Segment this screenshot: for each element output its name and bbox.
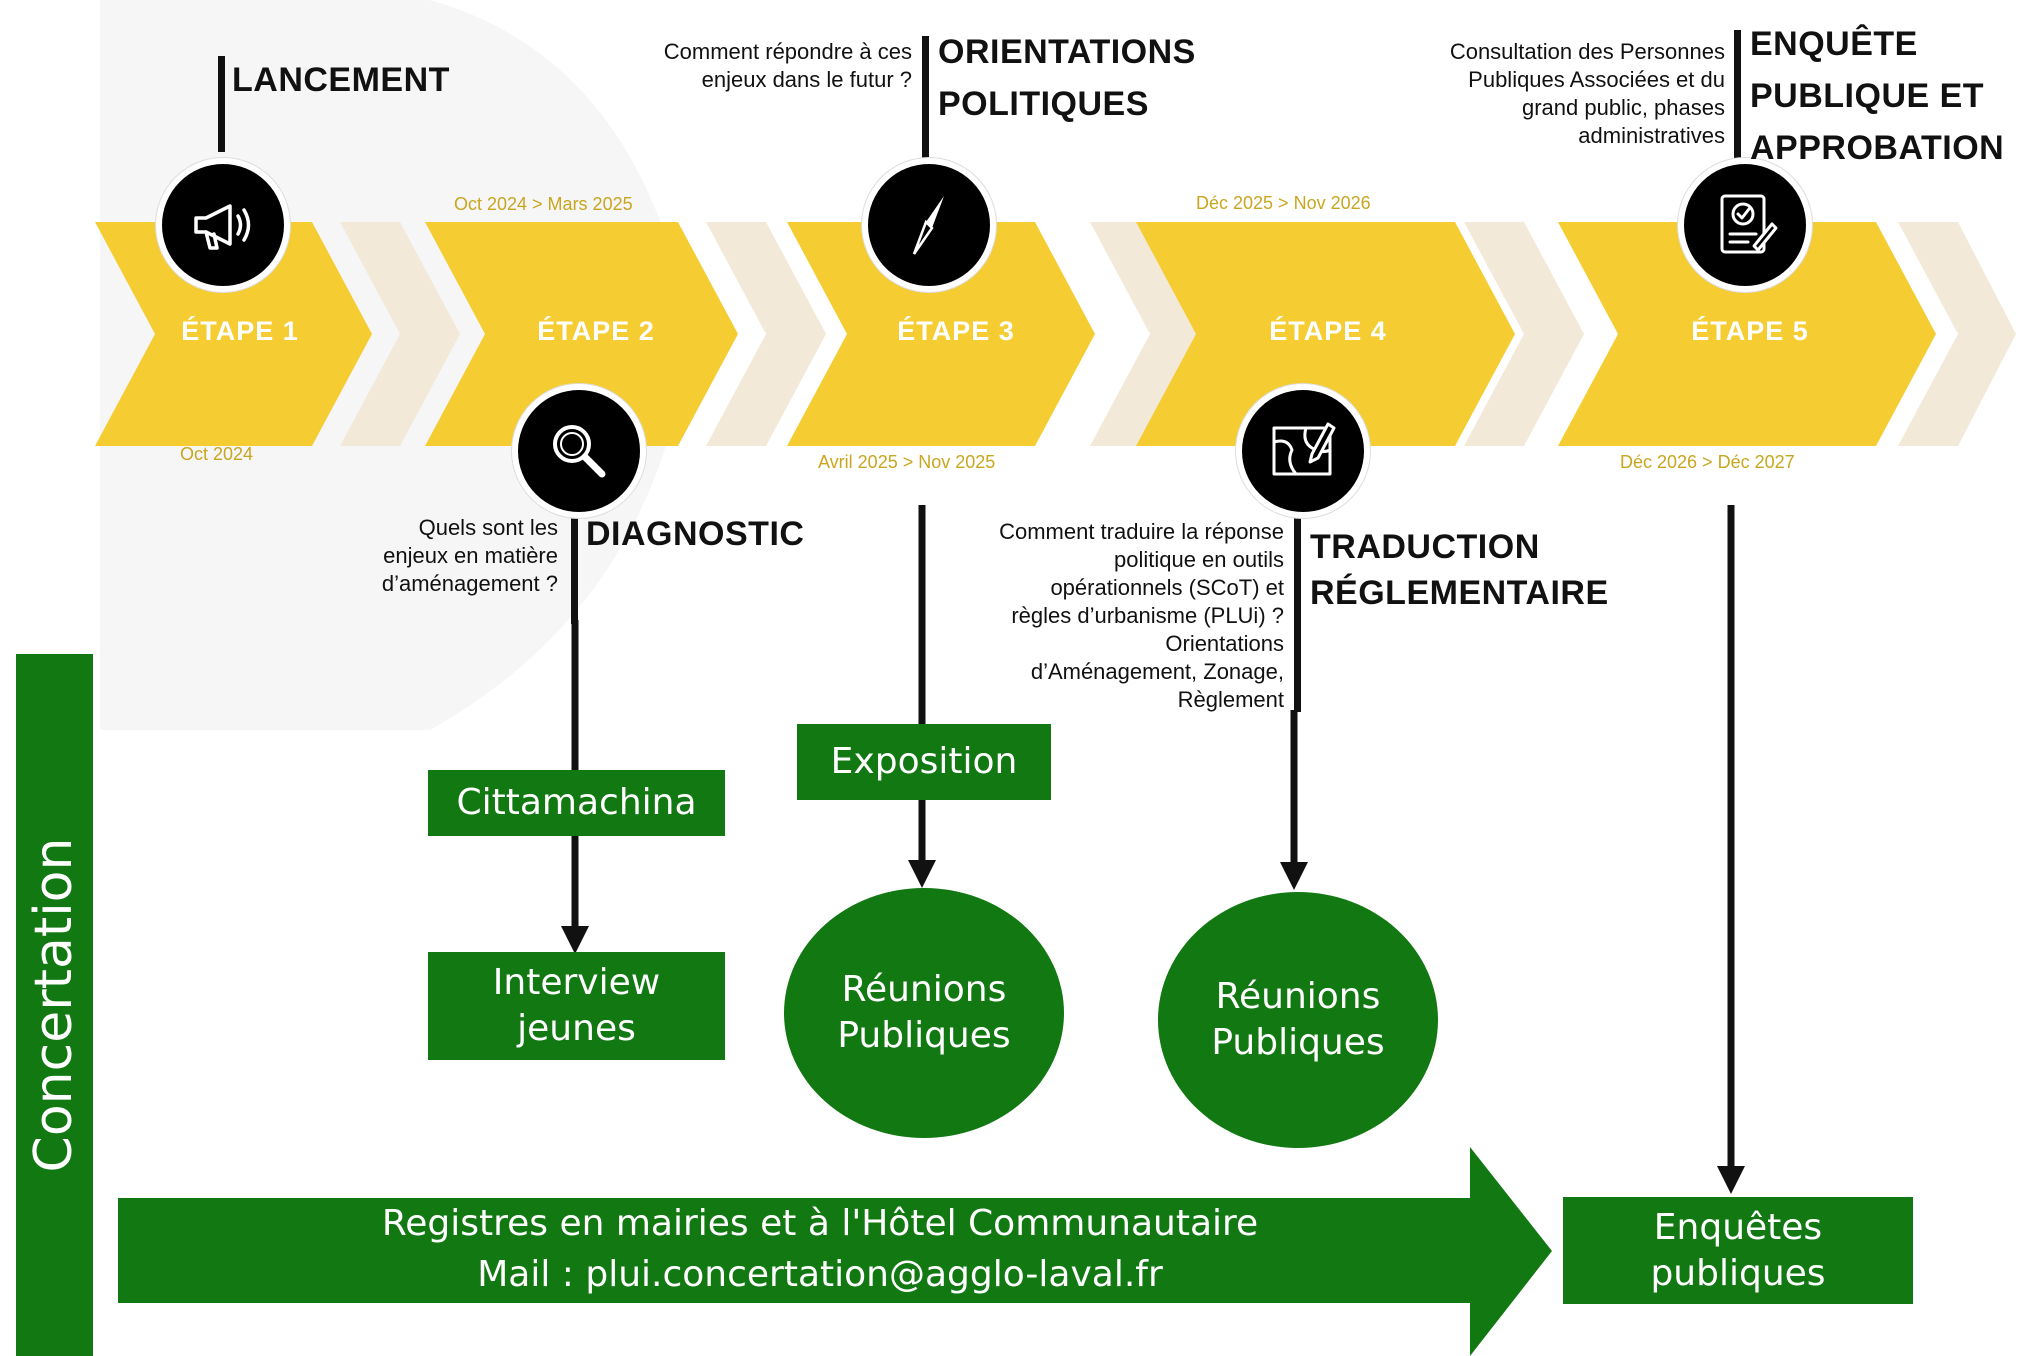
chevron-etape-4	[1136, 222, 1515, 446]
etape-1-date: Oct 2024	[180, 444, 254, 464]
concertation-sidebar	[16, 654, 93, 1356]
reunions-publiques-1: Réunions Publiques	[784, 888, 1064, 1138]
magnifier-icon	[512, 384, 646, 518]
etape-2-label: ÉTAPE 2	[537, 316, 655, 346]
etape-2-title: DIAGNOSTIC	[586, 515, 805, 553]
registres-line-1: Registres en mairies et à l'Hôtel Commun…	[381, 1203, 1259, 1244]
chevron-band	[95, 222, 2016, 446]
registres-line-2: Mail : plui.concertation@agglo-laval.fr	[477, 1254, 1163, 1295]
exposition-box: Exposition	[797, 724, 1051, 800]
etape-4-title: TRADUCTION RÉGLEMENTAIRE	[1310, 528, 1609, 612]
connector-line-etape-5	[1734, 30, 1741, 160]
compass-icon	[862, 158, 996, 292]
reunions-publiques-2: Réunions Publiques	[1158, 892, 1438, 1148]
chevron-light-1	[340, 222, 460, 446]
etape-4-date: Déc 2025 > Nov 2026	[1196, 193, 1371, 213]
connector-line-etape-4	[1294, 508, 1301, 712]
enquetes-publiques-box: Enquêtes publiques	[1563, 1197, 1913, 1304]
etape-1-title: LANCEMENT	[232, 61, 450, 99]
etape-3-title: ORIENTATIONS POLITIQUES	[938, 33, 1196, 123]
cittamachina-box: Cittamachina	[428, 770, 725, 836]
interview-jeunes-box: Interview jeunes	[428, 952, 725, 1060]
approval-document-icon	[1678, 158, 1812, 292]
chevron-etape-3	[787, 222, 1095, 446]
etape-5-title: ENQUÊTE PUBLIQUE ET APPROBATION	[1750, 25, 2005, 167]
etape-3-label: ÉTAPE 3	[897, 316, 1015, 346]
etape-4-label: ÉTAPE 4	[1269, 316, 1387, 346]
connector-line-etape-3	[922, 36, 929, 158]
etape-3-date: Avril 2025 > Nov 2025	[818, 452, 996, 472]
etape-5-question: Consultation des Personnes Publiques Ass…	[1449, 39, 1725, 148]
chevron-light-4	[1464, 222, 1584, 446]
chevron-light-5	[1898, 222, 2016, 446]
chevron-light-2	[706, 222, 826, 446]
etape-2-question: Quels sont les enjeux en matière d’aména…	[381, 515, 558, 596]
etape-5-label: ÉTAPE 5	[1691, 316, 1809, 346]
map-edit-icon	[1236, 384, 1370, 518]
etape-1-label: ÉTAPE 1	[181, 316, 299, 346]
concertation-label: Concertation	[24, 837, 84, 1173]
etape-5-date: Déc 2026 > Déc 2027	[1620, 452, 1795, 472]
connector-line-etape-1	[218, 56, 225, 152]
etape-2-date: Oct 2024 > Mars 2025	[454, 194, 633, 214]
chevron-etape-5	[1558, 222, 1936, 446]
connector-line-etape-2	[571, 508, 578, 624]
etape-3-question: Comment répondre à ces enjeux dans le fu…	[663, 39, 912, 92]
megaphone-icon	[156, 158, 290, 292]
chevron-etape-2	[425, 222, 738, 446]
etape-4-question: Comment traduire la réponse politique en…	[999, 519, 1284, 712]
registres-text: Registres en mairies et à l'Hôtel Commun…	[120, 1198, 1520, 1300]
chevron-etape-1	[95, 222, 372, 446]
